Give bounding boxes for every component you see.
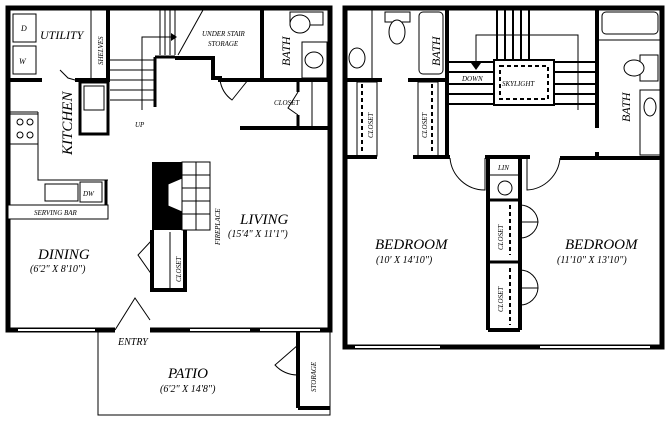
bath-label: BATH: [279, 35, 293, 66]
down-label: DOWN: [461, 75, 483, 83]
bath-right-label: BATH: [619, 91, 633, 122]
closet-mid-1-label: CLOSET: [497, 224, 505, 250]
patio-label: PATIO: [167, 366, 208, 382]
storage-door: [274, 344, 299, 376]
dining-dims: (6'2" X 8'10"): [30, 264, 86, 275]
under-stair-label: UNDER STAIR: [202, 30, 246, 38]
serving-bar-label: SERVING BAR: [34, 209, 78, 217]
living-dims: (15'4" X 11'1"): [228, 229, 288, 240]
bathtub: [418, 11, 444, 75]
storage-label: STORAGE: [208, 40, 239, 48]
bedroom-right-label: BEDROOM: [565, 237, 639, 253]
first-floor-exterior-wall: [5, 5, 333, 333]
storage-door: [219, 79, 249, 101]
sink: [348, 47, 366, 69]
stove: [9, 113, 39, 145]
entry-closet-label: CLOSET: [175, 256, 183, 282]
kitchen-sink: [44, 183, 79, 202]
closet-mid-2-label: CLOSET: [497, 286, 505, 312]
water-heater: [497, 180, 513, 196]
linen-label: LIN: [497, 164, 509, 172]
up-label: UP: [135, 121, 145, 129]
entry-label: ENTRY: [117, 337, 149, 348]
closet-left-1-label: CLOSET: [367, 112, 375, 138]
dishwasher-label: DW: [82, 190, 95, 198]
bathtub: [601, 11, 659, 35]
toilet: [289, 14, 311, 34]
refrigerator: [78, 80, 110, 136]
serving-bar: [7, 204, 109, 220]
washer-label: W: [19, 57, 27, 66]
patio-storage-label: STORAGE: [310, 361, 318, 392]
skylight-label: SKYLIGHT: [502, 80, 535, 88]
bedroom-door: [449, 157, 486, 191]
bath-left-label: BATH: [429, 35, 443, 66]
sink: [304, 51, 324, 69]
bedroom-left-label: BEDROOM: [375, 237, 449, 253]
dishwasher: [79, 181, 103, 203]
second-floor-exterior-wall: [342, 5, 665, 350]
stairs-up: [110, 9, 204, 110]
skylight: [493, 59, 555, 106]
bedroom-door: [526, 157, 561, 191]
closet-label: CLOSET: [274, 99, 300, 107]
fireplace-label: FIREPLACE: [214, 208, 222, 246]
dryer-label: D: [20, 24, 27, 33]
dining-label: DINING: [37, 247, 90, 263]
bedroom-right-dims: (11'10" X 13'10"): [557, 255, 627, 266]
toilet: [388, 19, 406, 45]
kitchen-label: KITCHEN: [60, 91, 76, 156]
toilet: [623, 59, 645, 77]
shelves-label: SHELVES: [97, 36, 105, 65]
bedroom-left-dims: (10' X 14'10"): [376, 255, 433, 266]
sink: [643, 97, 657, 117]
first-floor: [5, 5, 333, 416]
entry-door: [114, 297, 151, 331]
washer: [12, 45, 37, 75]
dryer: [12, 13, 37, 43]
living-label: LIVING: [239, 212, 289, 228]
patio-dims: (6'2" X 14'8"): [160, 384, 216, 395]
second-floor: [342, 5, 665, 350]
closet-left-2-label: CLOSET: [421, 112, 429, 138]
utility-label: UTILITY: [40, 28, 85, 42]
